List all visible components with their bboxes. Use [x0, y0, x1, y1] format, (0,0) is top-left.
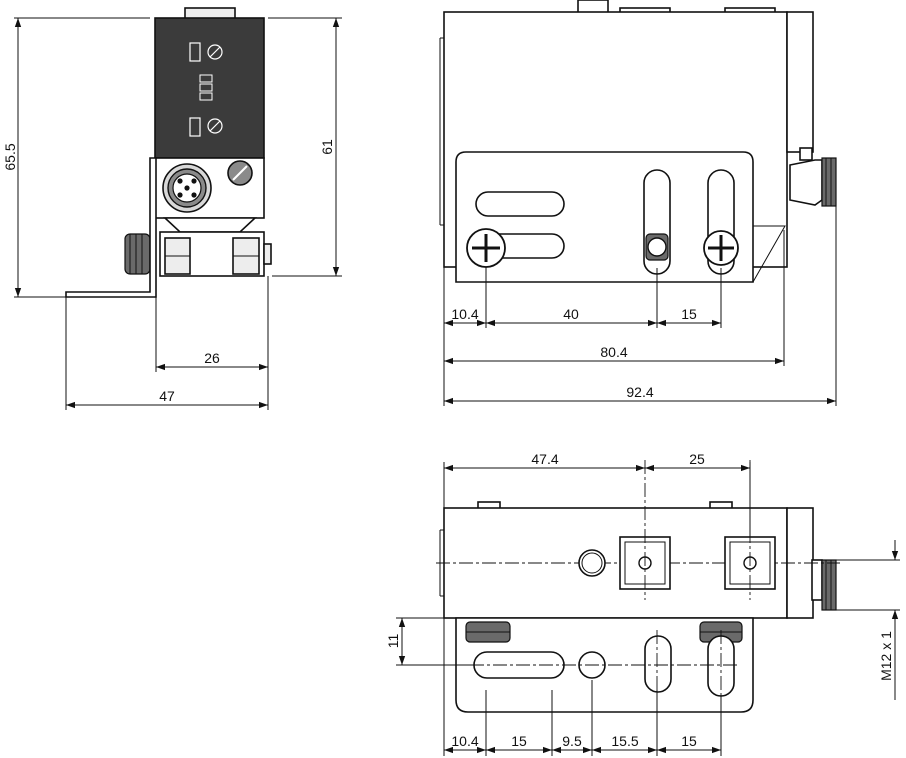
dim-bracket-width: 47	[159, 388, 175, 404]
mounting-bracket	[65, 157, 157, 298]
front-view: 65.5 61 26 47	[2, 7, 342, 410]
dim-side-b: 40	[563, 306, 579, 322]
dim-top-i: 10.4	[451, 733, 478, 749]
dim-body-width: 26	[204, 350, 220, 366]
dim-side-e: 92.4	[626, 384, 653, 400]
dim-top-j: 15	[511, 733, 527, 749]
dim-top-m: 15	[681, 733, 697, 749]
dim-top-g: 25	[689, 451, 705, 467]
dim-side-a: 10.4	[451, 306, 478, 322]
side-view: 10.4 40 15 80.4 92.4	[439, 0, 837, 406]
dim-top-h: 11	[385, 634, 401, 649]
dim-top-f: 47.4	[531, 451, 558, 467]
top-view: 47.4 25 11 M12 x 1 10.4 15 9.5 15.5 15	[385, 451, 900, 756]
dim-side-c: 15	[681, 306, 697, 322]
connector-side	[789, 147, 837, 207]
dim-top-l: 15.5	[611, 733, 638, 749]
connector-top	[811, 559, 837, 611]
dim-top-k: 9.5	[562, 733, 582, 749]
dim-body-height: 61	[319, 139, 335, 155]
dim-thread: M12 x 1	[878, 631, 894, 681]
dim-total-height: 65.5	[2, 143, 18, 170]
connector-face	[162, 163, 212, 213]
dim-side-d: 80.4	[600, 344, 627, 360]
indicator-panel	[189, 42, 223, 137]
